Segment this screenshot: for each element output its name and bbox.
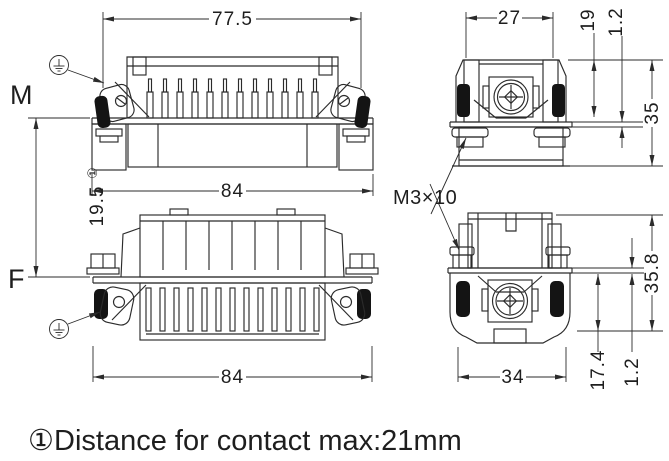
dim-male-flange-width: 84 — [221, 181, 244, 202]
dim-male-end-width: 27 — [498, 8, 521, 29]
screw-spec-label: M3×10 — [393, 187, 457, 209]
dim-female-end-depth: 17.4 — [588, 350, 609, 391]
female-side-view — [86, 208, 379, 341]
dimension-lines — [28, 12, 663, 382]
lever-rubber-pad — [456, 281, 470, 317]
protective-earth-icon — [49, 319, 69, 339]
dim-male-top-width: 77.5 — [212, 9, 253, 30]
dim-male-end-total-height: 35 — [642, 101, 663, 124]
dim-female-flange-width: 84 — [221, 367, 244, 388]
locking-lever — [315, 81, 372, 130]
pin-row — [146, 78, 319, 119]
female-view-label: F — [8, 264, 25, 294]
dim-female-end-width: 34 — [501, 367, 524, 388]
leader-to-male-ground — [67, 69, 105, 84]
ground-symbols — [49, 55, 105, 339]
lever-rubber-pad — [550, 281, 564, 317]
dim-male-end-height-above-flange: 19 — [578, 8, 599, 31]
panel-screw — [533, 127, 571, 148]
locking-lever — [94, 81, 150, 129]
lever-rubber-pad — [94, 289, 108, 319]
dim-mount-distance-ref: ① — [85, 167, 100, 179]
contact-slot-row — [145, 287, 320, 332]
mounting-foot — [91, 123, 127, 171]
locking-lever — [86, 253, 147, 326]
lever-rubber-pad — [552, 84, 565, 117]
dim-male-end-flange-thickness: 1.2 — [606, 7, 627, 36]
dim-female-end-total-height: 35.8 — [642, 253, 663, 294]
panel-screw — [449, 246, 475, 269]
dim-female-end-flange-thickness: 1.2 — [622, 357, 643, 386]
male-side-view — [91, 56, 374, 171]
protective-earth-icon — [49, 55, 69, 75]
lever-rubber-pad — [457, 84, 470, 117]
footnote-contact-distance: ①Distance for contact max:21mm — [28, 425, 462, 457]
leader-to-male-end-screw — [430, 137, 467, 215]
dim-mount-distance: 19.5 — [87, 186, 108, 227]
leader-to-female-end-screw — [429, 183, 460, 251]
leader-to-female-ground — [67, 311, 101, 325]
lever-rubber-pad — [94, 95, 111, 129]
center-screw — [491, 282, 529, 320]
male-end-view — [449, 59, 573, 167]
mounting-foot — [338, 123, 374, 171]
center-screw — [493, 79, 529, 115]
female-end-view — [447, 212, 573, 344]
panel-screw — [451, 127, 489, 148]
male-view-label: M — [10, 80, 33, 110]
panel-screw — [545, 246, 571, 269]
locking-lever — [318, 253, 379, 328]
